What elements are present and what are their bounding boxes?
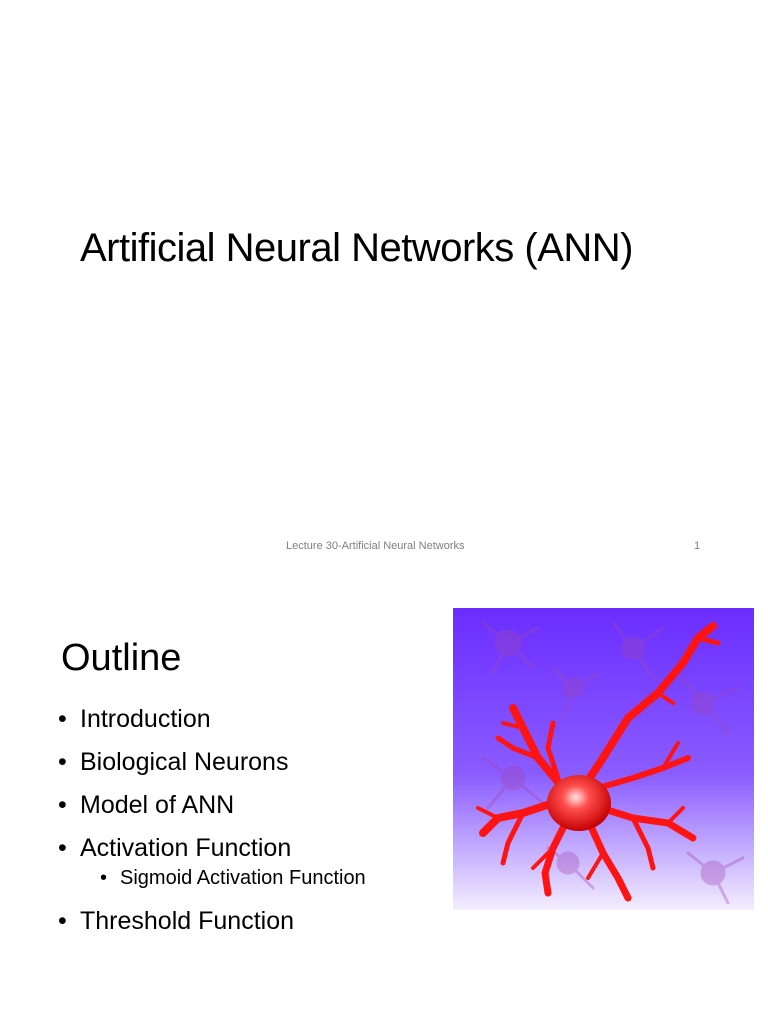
title-slide: Artificial Neural Networks (ANN) Lecture… bbox=[80, 226, 701, 552]
bullet-item: Activation Function bbox=[58, 833, 366, 876]
outline-list: Introduction Biological Neurons Model of… bbox=[58, 704, 366, 949]
slide-title: Artificial Neural Networks (ANN) bbox=[80, 226, 633, 270]
bullet-item: Introduction bbox=[58, 704, 366, 747]
bullet-item: Biological Neurons bbox=[58, 747, 366, 790]
neuron-illustration-icon bbox=[453, 608, 754, 910]
slide-footer: Lecture 30-Artificial Neural Networks bbox=[286, 540, 465, 552]
bullet-item: Threshold Function bbox=[58, 906, 366, 949]
sub-bullet-item: Sigmoid Activation Function bbox=[100, 866, 366, 906]
outline-title: Outline bbox=[61, 637, 182, 679]
bullet-item: Model of ANN bbox=[58, 790, 366, 833]
page-number: 1 bbox=[694, 540, 701, 552]
outline-slide: Outline Introduction Biological Neurons … bbox=[0, 560, 768, 1024]
